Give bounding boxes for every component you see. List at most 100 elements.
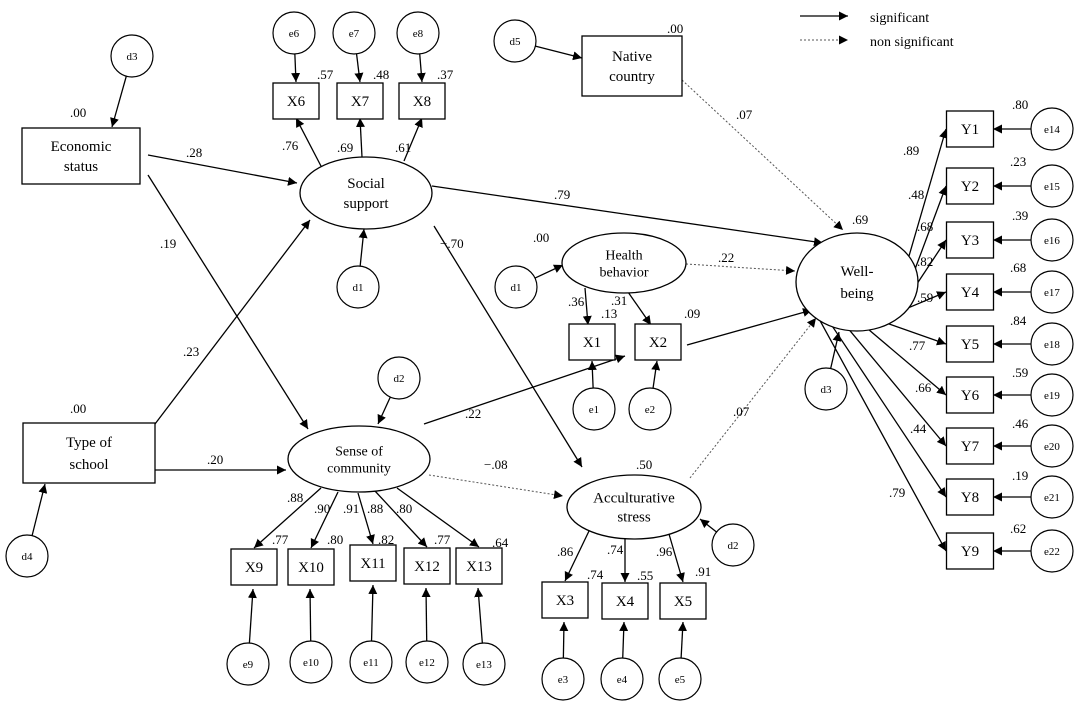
- loading-health-x1: [582, 287, 592, 326]
- economic-status-label-1: Economic: [51, 139, 112, 155]
- error-circle-e11: [349, 640, 393, 684]
- indicator-box-x2: [634, 323, 682, 361]
- error-label-d5: d5: [510, 36, 522, 48]
- r2-x10: .80: [327, 532, 343, 547]
- type-of-school-r2: .00: [70, 401, 86, 416]
- error-label-e15: e15: [1044, 181, 1060, 193]
- indicator-label-y5: Y5: [961, 337, 979, 353]
- error-label-e19: e19: [1044, 390, 1060, 402]
- indicator-box-y8: [945, 478, 995, 516]
- loading-label-community-4: .88: [367, 501, 383, 516]
- loading-label-health-2: .31: [611, 293, 627, 308]
- indicator-label-y2: Y2: [961, 179, 979, 195]
- well-being-ellipse: [795, 232, 919, 332]
- error-label-e12: e12: [419, 657, 435, 669]
- loading-label-social-2: .69: [337, 140, 353, 155]
- indicator-label-x5: X5: [674, 594, 692, 610]
- error-circle-d1-health: [494, 265, 538, 309]
- error-label-d3-wellbeing: d3: [821, 384, 833, 396]
- error-label-e2: e2: [645, 404, 655, 416]
- r2-x11: .82: [378, 532, 394, 547]
- error-arrow-e11: [368, 584, 378, 642]
- r2-x4: .55: [637, 568, 653, 583]
- error-label-e18: e18: [1044, 339, 1060, 351]
- indicator-label-y9: Y9: [961, 544, 979, 560]
- error-circle-d5: [493, 19, 537, 63]
- indicator-box-x13: [455, 547, 503, 585]
- r2-y3: .39: [1012, 208, 1028, 223]
- loading-label-community-2: .90: [314, 501, 330, 516]
- sense-of-community-label-2: community: [327, 462, 391, 477]
- sense-of-community-ellipse: [287, 425, 431, 493]
- coef-school-to-social: .23: [183, 344, 199, 359]
- r2-y5: .84: [1010, 313, 1027, 328]
- error-circle-e22: [1030, 529, 1074, 573]
- path-social-to-stress: [433, 225, 583, 468]
- error-label-d3: d3: [127, 51, 139, 63]
- r2-y6: .59: [1012, 365, 1028, 380]
- indicator-box-x10: [287, 548, 335, 586]
- native-country-box: [581, 35, 683, 97]
- loading-label-social-1: .76: [282, 138, 299, 153]
- indicator-label-x11: X11: [360, 556, 385, 572]
- r2-y4: .68: [1010, 260, 1026, 275]
- coef-social-to-wellbeing: .79: [554, 187, 570, 202]
- social-support-label-1: Social: [347, 176, 385, 192]
- nodes-layer: [5, 11, 1074, 701]
- well-being-r2: .69: [852, 212, 868, 227]
- r2-x3: .74: [587, 567, 604, 582]
- health-behavior-label-2: behavior: [600, 266, 649, 281]
- indicator-box-x5: [659, 582, 707, 620]
- coef-native-to-wellbeing: .07: [736, 107, 753, 122]
- error-circle-e4: [600, 657, 644, 701]
- loading-social-x6: [295, 117, 323, 169]
- error-circle-d4: [5, 534, 49, 578]
- loading-health-x2: [627, 291, 652, 326]
- well-being-label-1: Well-: [841, 264, 874, 280]
- economic-status-label-2: status: [64, 159, 98, 175]
- error-circle-d1: [336, 265, 380, 309]
- r2-x8: .37: [437, 67, 454, 82]
- error-arrow-d2-stress: [699, 518, 717, 533]
- social-support-label-2: support: [344, 196, 390, 212]
- error-arrow-e13: [474, 587, 484, 644]
- error-arrow-e8: [416, 53, 426, 83]
- coef-community-to-stress: −.08: [484, 457, 508, 472]
- error-arrow-d5: [535, 45, 583, 61]
- error-arrow-e4: [619, 621, 629, 659]
- coef-community-to-wellbeing: .22: [465, 406, 481, 421]
- error-circle-d2-stress: [711, 523, 755, 567]
- error-circle-e9: [226, 642, 270, 686]
- error-circle-e15: [1030, 164, 1074, 208]
- error-arrow-d2: [377, 396, 391, 425]
- error-circle-e19: [1030, 373, 1074, 417]
- indicator-label-x7: X7: [351, 94, 370, 110]
- error-arrow-e9: [247, 588, 257, 644]
- r2-y8: .19: [1012, 468, 1028, 483]
- indicator-box-x11: [349, 544, 397, 582]
- loading-wellbeing-y6: [867, 328, 947, 396]
- acculturative-stress-label-2: stress: [617, 510, 650, 526]
- legend-significant-label: significant: [870, 11, 929, 26]
- legend-nonsignificant-label: non significant: [870, 35, 954, 50]
- error-arrow-d1-health: [534, 264, 564, 279]
- error-label-e22: e22: [1044, 546, 1060, 558]
- loading-label-stress-2: .74: [607, 542, 624, 557]
- type-of-school-box: [22, 422, 156, 484]
- loading-social-x8: [403, 117, 423, 162]
- indicator-label-y4: Y4: [961, 285, 980, 301]
- error-circle-e12: [405, 640, 449, 684]
- loading-wellbeing-y7: [848, 329, 947, 447]
- r2-y9: .62: [1010, 521, 1026, 536]
- path-stress-to-wellbeing: [689, 317, 817, 479]
- error-label-e3: e3: [558, 674, 569, 686]
- acculturative-stress-ellipse: [566, 474, 702, 540]
- indicator-box-y6: [945, 376, 995, 414]
- error-arrow-e10: [305, 588, 315, 642]
- r2-x6: .57: [317, 67, 334, 82]
- error-arrow-e2: [651, 360, 661, 389]
- coef-economic-to-social: .28: [186, 145, 202, 160]
- error-label-e11: e11: [363, 657, 378, 669]
- error-circle-d3: [110, 34, 154, 78]
- r2-x7: .48: [373, 67, 389, 82]
